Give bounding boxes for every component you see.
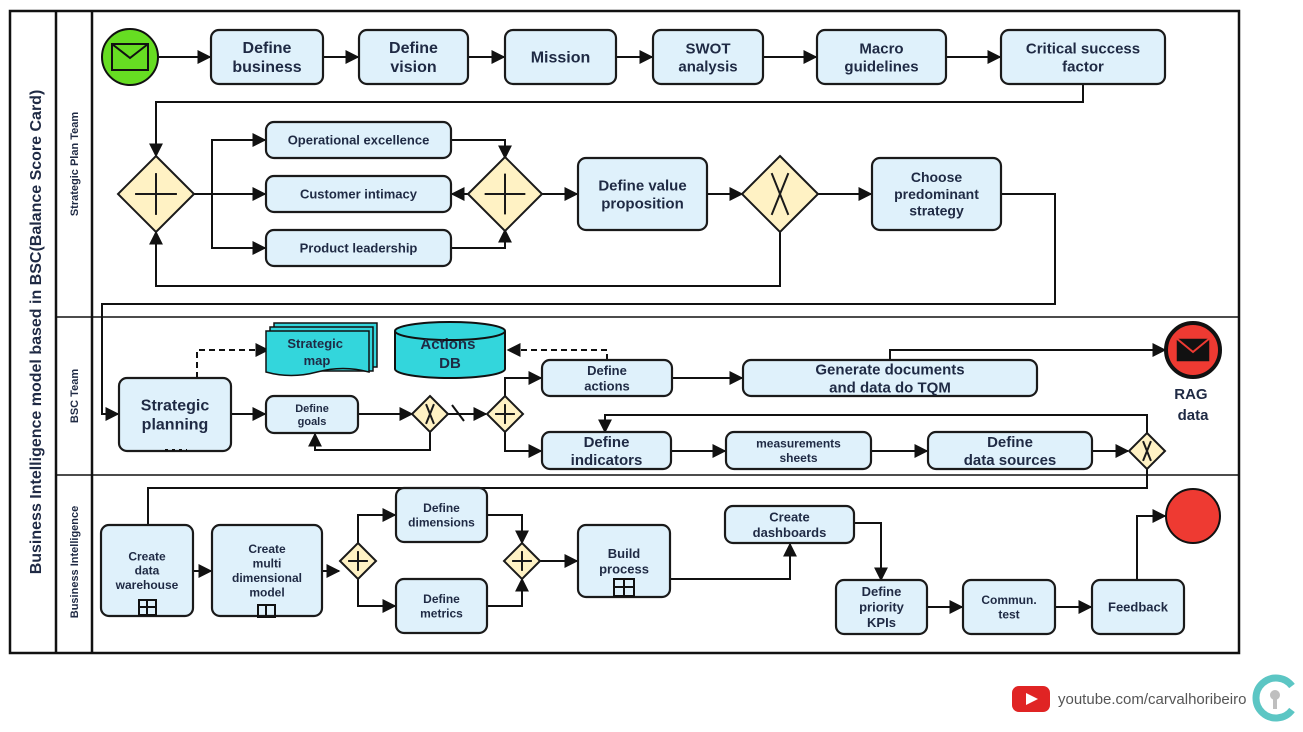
task-op-excellence: Operational excellence (264, 120, 453, 160)
actions-db-datastore: Actions DB (394, 321, 506, 379)
parallel-split-gateway (116, 154, 196, 234)
subprocess-plus-icon (257, 604, 276, 618)
task-label: Mission (531, 50, 591, 67)
task-label: Customer intimacy (300, 187, 418, 202)
sequence-flows (101, 50, 1167, 614)
parallel-merge-gateway (466, 155, 544, 233)
task-label: Feedback (1108, 600, 1169, 615)
parallel-merge-gateway-bi (502, 541, 542, 581)
task-label: Operational excellence (288, 133, 430, 148)
brand-logo (1252, 674, 1295, 722)
start-event (101, 28, 159, 86)
rag-data-label: RAG data (1174, 386, 1212, 424)
task-cust-intimacy: Customer intimacy (264, 174, 453, 214)
associations (196, 343, 608, 378)
lane-label-strategic: Strategic Plan Team (69, 112, 81, 217)
lane-label-bi: Business Intelligence (69, 506, 81, 618)
parallel-gateway-bsc (485, 394, 525, 434)
parallel-split-gateway-bi (338, 541, 378, 581)
exclusive-gateway-goals (410, 394, 450, 434)
lane-label-bsc: BSC Team (69, 369, 81, 423)
task-label: Commun.test (981, 593, 1036, 621)
exclusive-gateway-sources (1127, 431, 1167, 471)
task-prod-leadership: Product leadership (264, 228, 453, 268)
rag-data-end-event: RAG data (1164, 321, 1222, 424)
pool-title: Business Intelligence model based in BSC… (28, 90, 45, 575)
pool: Business Intelligence model based in BSC… (8, 9, 1241, 655)
task-label: Product leadership (300, 241, 418, 256)
youtube-icon[interactable] (1012, 686, 1050, 712)
footer: youtube.com/carvalhoribeiro (1012, 682, 1246, 716)
svg-text:Strategic map: Strategic map (287, 336, 346, 368)
end-event (1165, 488, 1221, 544)
subprocess-plus-icon (613, 578, 635, 597)
exclusive-gateway (740, 154, 820, 234)
svg-text:Actions DB: Actions DB (420, 336, 479, 372)
task-feedback: Feedback (1090, 578, 1186, 636)
subprocess-markers (138, 449, 635, 618)
task-mission: Mission (503, 28, 618, 86)
task-commun-test: Commun.test (961, 578, 1057, 636)
gateways (116, 154, 1167, 581)
channel-link[interactable]: youtube.com/carvalhoribeiro (1058, 690, 1247, 708)
subprocess-plus-icon (138, 599, 157, 616)
strategic-map-artifact: Strategic map (265, 322, 378, 377)
